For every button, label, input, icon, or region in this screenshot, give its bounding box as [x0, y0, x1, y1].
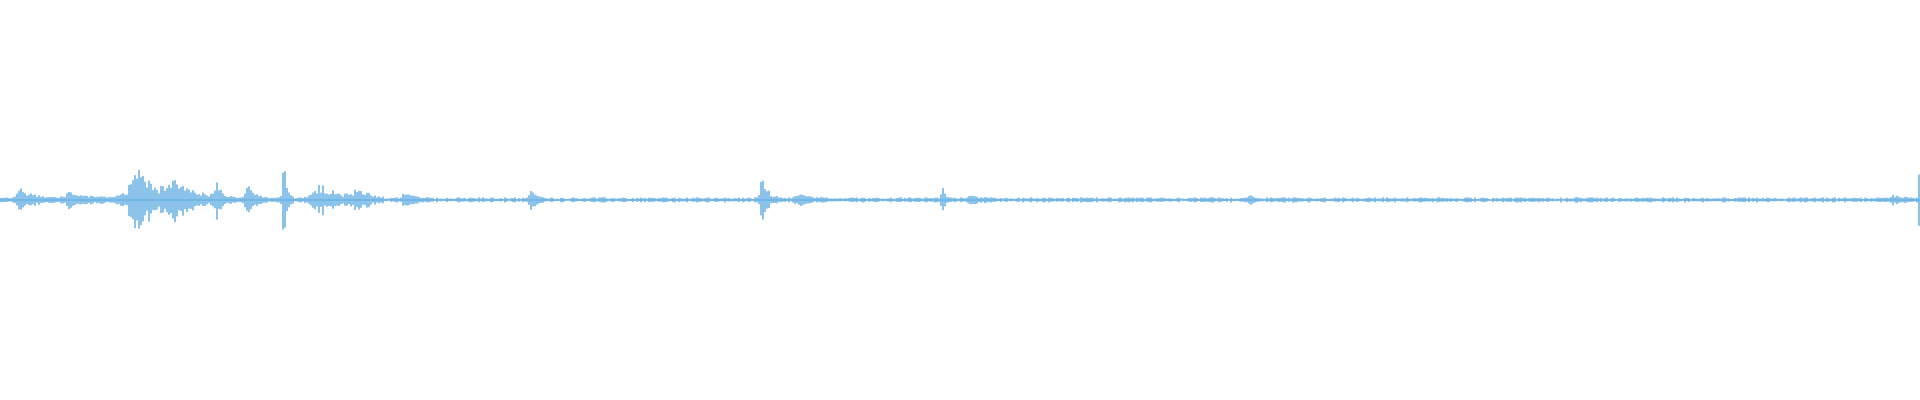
waveform-peaks [0, 169, 1920, 230]
waveform-path [0, 169, 1920, 230]
